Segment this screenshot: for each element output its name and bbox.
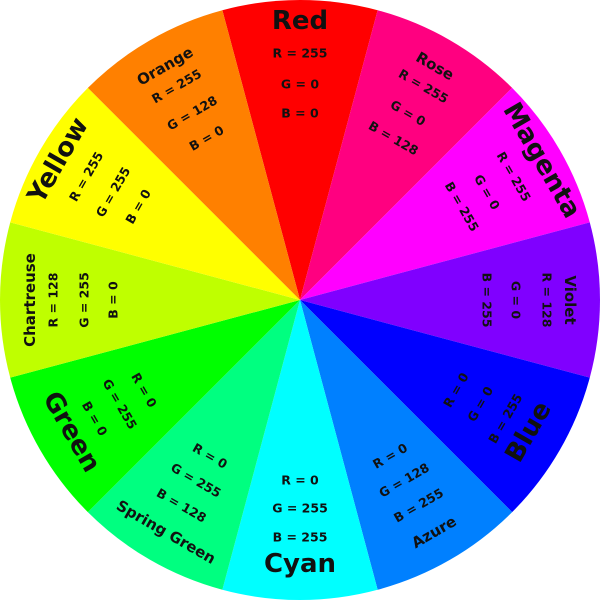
rgb-value: R = 0: [281, 473, 319, 488]
rgb-value: R = 255: [273, 46, 328, 61]
wedge-red: Red R = 255 G = 0 B = 0: [222, 0, 378, 301]
wedge-fill-azure: [300, 300, 513, 590]
rgb-value: B = 255: [480, 273, 495, 328]
color-name: Red: [272, 6, 328, 36]
color-name: Cyan: [264, 549, 336, 579]
rgb-value: G = 0: [281, 77, 319, 92]
wedge-fill-chartreuse: [0, 222, 300, 378]
wedge-fill-red: [222, 0, 378, 301]
color-name: Violet: [561, 275, 579, 324]
color-name: Chartreuse: [21, 253, 39, 347]
wedge-fill-green: [10, 300, 300, 513]
wedge-fill-magenta: [300, 87, 590, 300]
wedge-fill-orange: [87, 10, 300, 300]
rgb-value: G = 0: [509, 281, 524, 319]
wedge-fill-cyan: [222, 300, 378, 600]
rgb-value: G = 255: [77, 272, 92, 328]
rgb-value: R = 128: [540, 273, 555, 328]
rgb-value: B = 0: [106, 281, 121, 319]
wedge-fill-spring-green: [87, 300, 300, 590]
wedge-fill-yellow: [10, 87, 300, 300]
wedge-fill-rose: [300, 10, 513, 300]
wedge-fill-violet: [300, 222, 600, 378]
rgb-value: B = 255: [273, 530, 328, 545]
rgb-value: G = 255: [272, 501, 328, 516]
rgb-value: B = 0: [281, 106, 319, 121]
rgb-value: R = 128: [46, 273, 61, 328]
wedge-fill-blue: [300, 300, 590, 513]
wedge-violet: Violet R = 128 G = 0 B = 255: [300, 222, 600, 378]
wedge-chartreuse: Chartreuse R = 128 G = 255 B = 0: [0, 222, 300, 378]
